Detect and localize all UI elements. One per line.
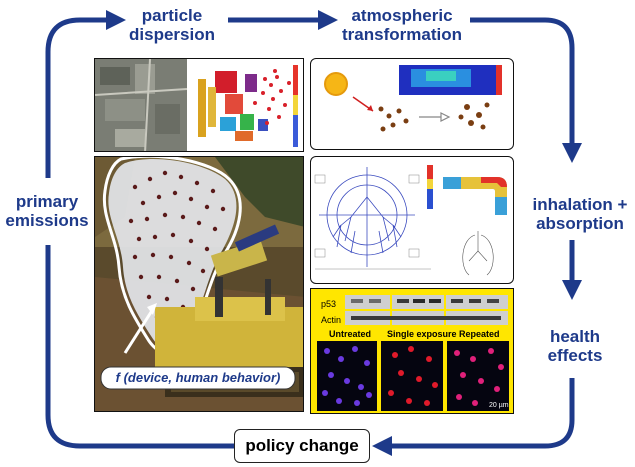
label-inhalation-line1: inhalation +	[532, 195, 628, 214]
label-primary-line1: primary	[15, 192, 79, 211]
blot-label-actin: Actin	[321, 315, 342, 325]
arrow-right-to-bottom	[372, 378, 575, 456]
blot-label-p53: p53	[321, 299, 337, 309]
formula-label: f (device, human behavior)	[115, 370, 281, 385]
condition-single-exposure: Single exposure	[387, 329, 457, 339]
panel-particle-dispersion	[94, 58, 304, 152]
label-particle-line1: particle	[141, 6, 203, 25]
arrow-left-to-top	[45, 10, 126, 178]
label-health-line2: effects	[547, 346, 603, 365]
condition-repeated: Repeated	[459, 329, 500, 339]
scale-bar-label: 20 µm	[489, 402, 509, 409]
dispersion-figure	[95, 59, 303, 151]
arrow-top-to-right	[470, 17, 582, 163]
lung-model-figure	[314, 165, 507, 276]
label-particle-line2: dispersion	[129, 25, 215, 44]
label-inhalation-line2: absorption	[536, 214, 624, 233]
label-atmospheric-line2: transformation	[342, 25, 462, 44]
label-atmospheric-line1: atmospheric	[351, 6, 453, 25]
label-particle-dispersion: particle dispersion	[122, 6, 222, 44]
label-primary-emissions: primary emissions	[2, 192, 92, 230]
emission-photo	[95, 157, 303, 411]
label-health-line1: health	[549, 327, 601, 346]
policy-change-box: policy change	[234, 429, 370, 463]
condition-untreated: Untreated	[329, 329, 372, 339]
label-primary-line2: emissions	[5, 211, 89, 230]
panel-primary-emission-photo: f (device, human behavior)	[94, 156, 304, 412]
policy-change-label: policy change	[245, 436, 359, 455]
label-health-effects: health effects	[530, 327, 620, 365]
panel-inhalation-model	[310, 156, 514, 284]
panel-atmospheric-transformation	[310, 58, 514, 150]
western-blot	[345, 292, 510, 328]
arrow-bottom-to-left	[45, 245, 234, 449]
sun-icon	[324, 72, 348, 96]
panel-health-effects: p53 Actin Untreated Single exposure Repe…	[310, 288, 514, 414]
label-inhalation-absorption: inhalation + absorption	[525, 195, 635, 233]
cell-micrographs	[317, 341, 509, 411]
label-atmospheric-transformation: atmospheric transformation	[332, 6, 472, 44]
transformation-figure	[324, 65, 502, 132]
